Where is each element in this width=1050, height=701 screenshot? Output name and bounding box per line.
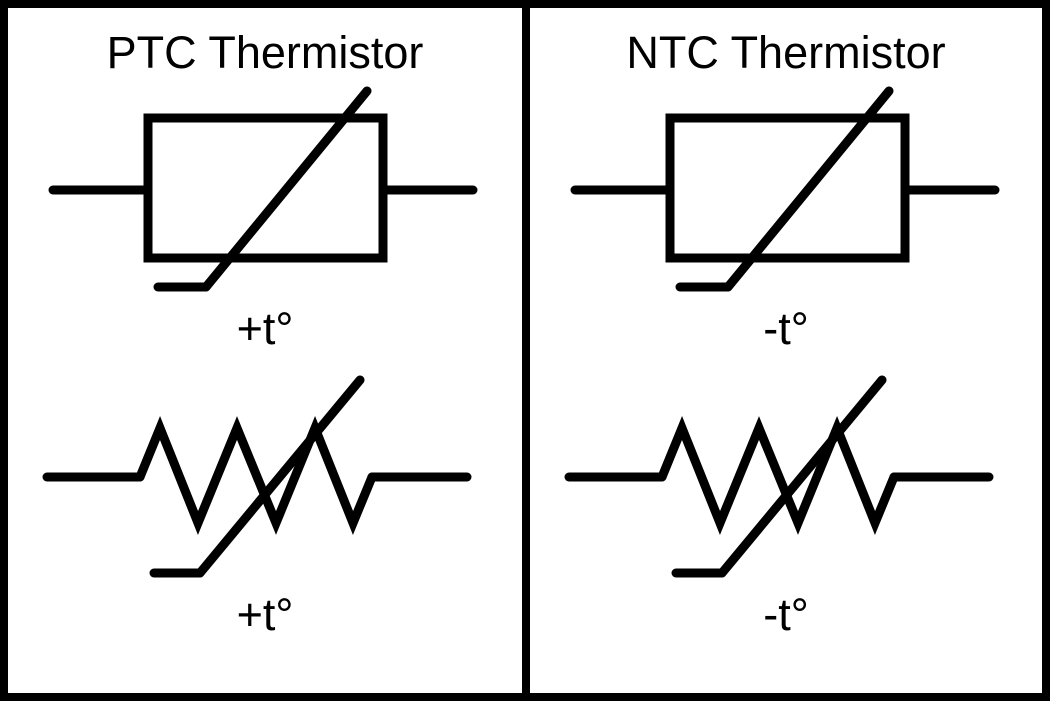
temperature-diagonal-line: [717, 375, 887, 578]
temperature-coefficient-label: +t°: [236, 303, 294, 354]
resistor-zigzag-polyline: [135, 415, 377, 535]
temperature-diagonal-line: [195, 375, 365, 578]
panel-title-ntc: NTC Thermistor: [626, 27, 946, 78]
box-thermistor-symbol-icon: [570, 86, 1000, 292]
thermistor-body-rect: [143, 113, 388, 263]
temperature-coefficient-label: +t°: [236, 589, 294, 640]
temperature-coefficient-label: -t°: [763, 303, 809, 354]
thermistor-symbols-drawing: [42, 86, 478, 578]
zigzag-thermistor-symbol-icon: [564, 375, 994, 578]
panel-divider: [522, 8, 530, 693]
box-thermistor-symbol-icon: [48, 86, 478, 292]
panel-ptc: PTC Thermistor +t° +t°: [8, 8, 522, 693]
zigzag-thermistor-symbol-icon: [42, 375, 472, 578]
temperature-coefficient-label: -t°: [763, 589, 809, 640]
temperature-diagonal-line: [723, 86, 894, 292]
thermistor-body-rect: [665, 113, 910, 263]
panel-ntc: NTC Thermistor -t° -t°: [530, 8, 1042, 693]
panel-title-ptc: PTC Thermistor: [106, 27, 424, 78]
thermistor-symbols-drawing: [564, 86, 1000, 578]
resistor-zigzag-polyline: [657, 415, 899, 535]
temperature-diagonal-line: [201, 86, 372, 292]
